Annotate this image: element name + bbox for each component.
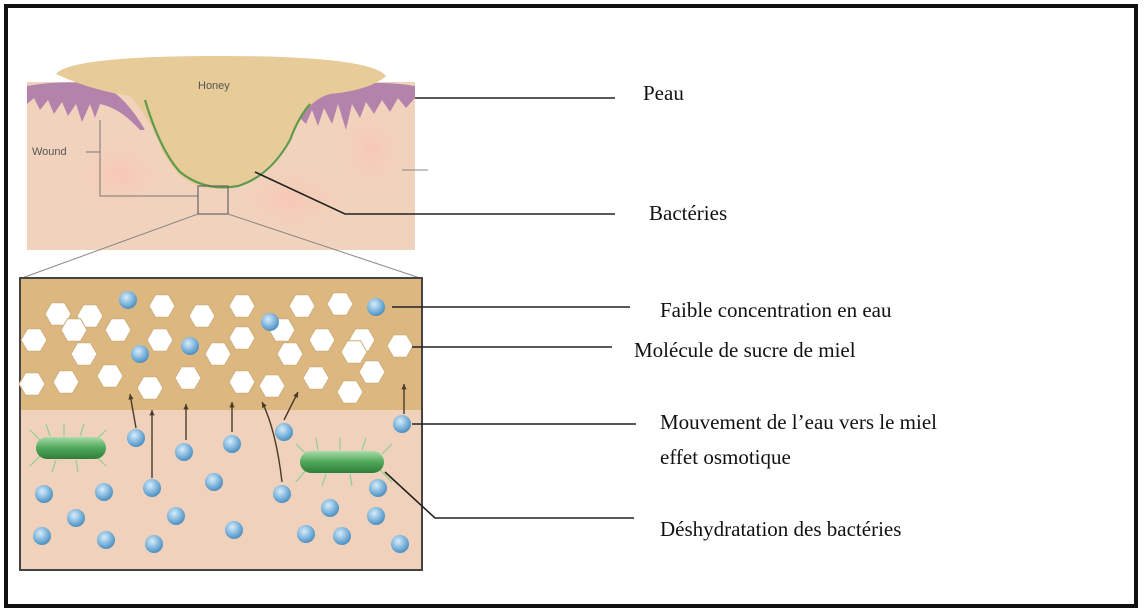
- water-molecule: [367, 507, 385, 525]
- water-molecule: [223, 435, 241, 453]
- water-molecule: [143, 479, 161, 497]
- water-molecule: [391, 535, 409, 553]
- water-molecule: [175, 443, 193, 461]
- water-molecule: [393, 415, 411, 433]
- label-faible-concentration: Faible concentration en eau: [660, 296, 891, 324]
- water-molecule: [225, 521, 243, 539]
- label-mouvement-line2: effet osmotique: [660, 440, 791, 475]
- water-molecule: [33, 527, 51, 545]
- water-molecule: [297, 525, 315, 543]
- water-molecule: [205, 473, 223, 491]
- water-molecule: [261, 313, 279, 331]
- water-molecule: [167, 507, 185, 525]
- water-molecule: [367, 298, 385, 316]
- wound-inner-label: Wound: [32, 146, 67, 158]
- water-molecule: [321, 499, 339, 517]
- water-molecule: [369, 479, 387, 497]
- water-molecule: [145, 535, 163, 553]
- water-molecule: [127, 429, 145, 447]
- water-molecule: [35, 485, 53, 503]
- water-molecule: [275, 423, 293, 441]
- label-mouvement-line1: Mouvement de l’eau vers le miel: [660, 405, 937, 440]
- water-molecule: [67, 509, 85, 527]
- water-molecule: [97, 531, 115, 549]
- water-molecule: [181, 337, 199, 355]
- water-molecule: [333, 527, 351, 545]
- honey-inner-label: Honey: [198, 80, 230, 92]
- label-peau: Peau: [643, 79, 684, 107]
- water-molecule: [119, 291, 137, 309]
- water-molecule: [95, 483, 113, 501]
- water-molecule: [273, 485, 291, 503]
- water-molecule: [131, 345, 149, 363]
- label-deshydratation: Déshydratation des bactéries: [660, 515, 901, 543]
- label-molecule-sucre: Molécule de sucre de miel: [634, 336, 856, 364]
- label-bacteries: Bactéries: [649, 199, 727, 227]
